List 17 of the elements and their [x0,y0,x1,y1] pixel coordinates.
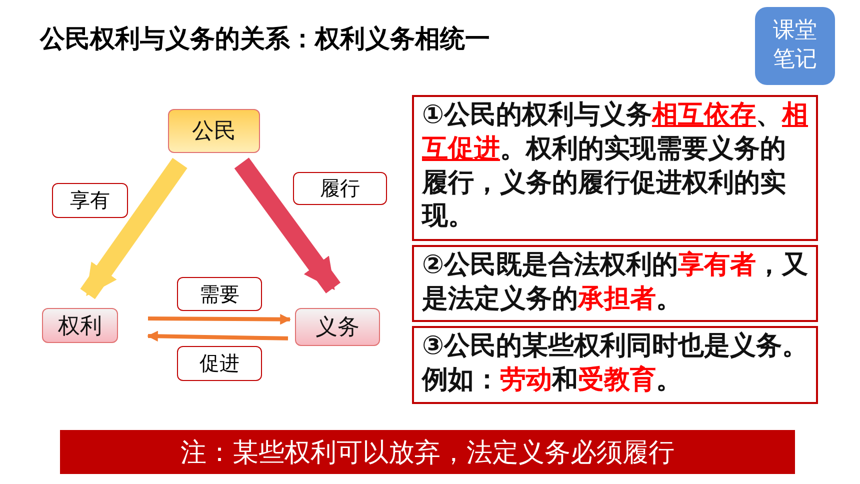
title: 公民权利与义务的关系：权利义务相统一 [40,23,490,55]
person-box: 公民 [168,109,260,153]
concept-box: 义务 [295,308,380,346]
arrow [147,330,288,342]
badge: 课堂笔记 [755,7,835,85]
edge-label: 促进 [177,346,262,381]
edge-label: 履行 [293,172,387,205]
edge-label: 享有 [52,183,128,218]
arrow [234,158,340,294]
arrow [148,314,291,325]
edge-label: 需要 [177,277,262,311]
note-box: ①公民的权利与义务相互依存、相互促进。权利的实现需要义务的履行，义务的履行促进权利的实现。 [412,95,818,241]
note-banner: 注：某些权利可以放弃，法定义务必须履行 [60,430,795,474]
note-box: ②公民既是合法权利的享有者，又是法定义务的承担者。 [412,245,818,322]
arrow [80,158,188,300]
note-box: ③公民的某些权利同时也是义务。例如：劳动和受教育。 [412,326,818,404]
concept-box: 权利 [42,308,118,343]
